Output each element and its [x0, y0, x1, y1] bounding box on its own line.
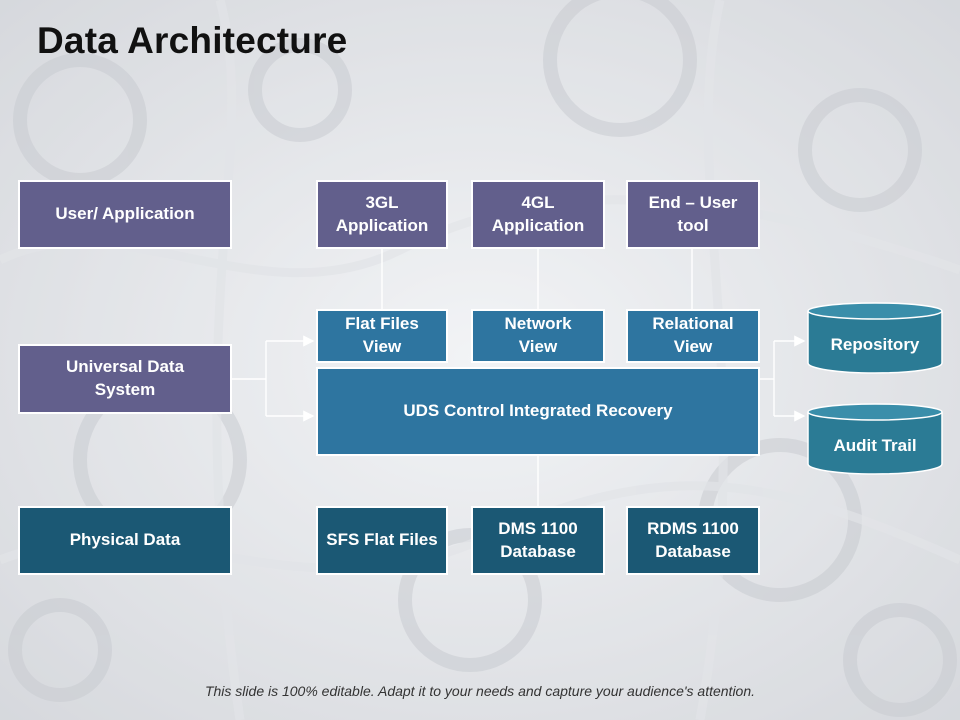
relational-view-box: Relational View	[626, 309, 760, 363]
repository-label: Repository	[830, 335, 920, 354]
dms-database-box: DMS 1100 Database	[471, 506, 605, 575]
footer-note: This slide is 100% editable. Adapt it to…	[204, 683, 756, 699]
uds-control-box: UDS Control Integrated Recovery	[316, 367, 760, 456]
audit-trail-cylinder-icon	[807, 403, 943, 475]
4gl-application-box: 4GL Application	[471, 180, 605, 249]
repository-cylinder-icon	[807, 302, 943, 374]
rdms-database-box: RDMS 1100 Database	[626, 506, 760, 575]
page-title: Data Architecture	[37, 20, 348, 61]
sfs-flat-files-box: SFS Flat Files	[316, 506, 448, 575]
user-application-box: User/ Application	[18, 180, 232, 249]
3gl-application-box: 3GL Application	[316, 180, 448, 249]
network-view-box: Network View	[471, 309, 605, 363]
flat-files-view-box: Flat Files View	[316, 309, 448, 363]
universal-data-system-box: Universal Data System	[18, 344, 232, 414]
physical-data-box: Physical Data	[18, 506, 232, 575]
end-user-tool-box: End – User tool	[626, 180, 760, 249]
audit-trail-label: Audit Trail	[833, 436, 917, 455]
